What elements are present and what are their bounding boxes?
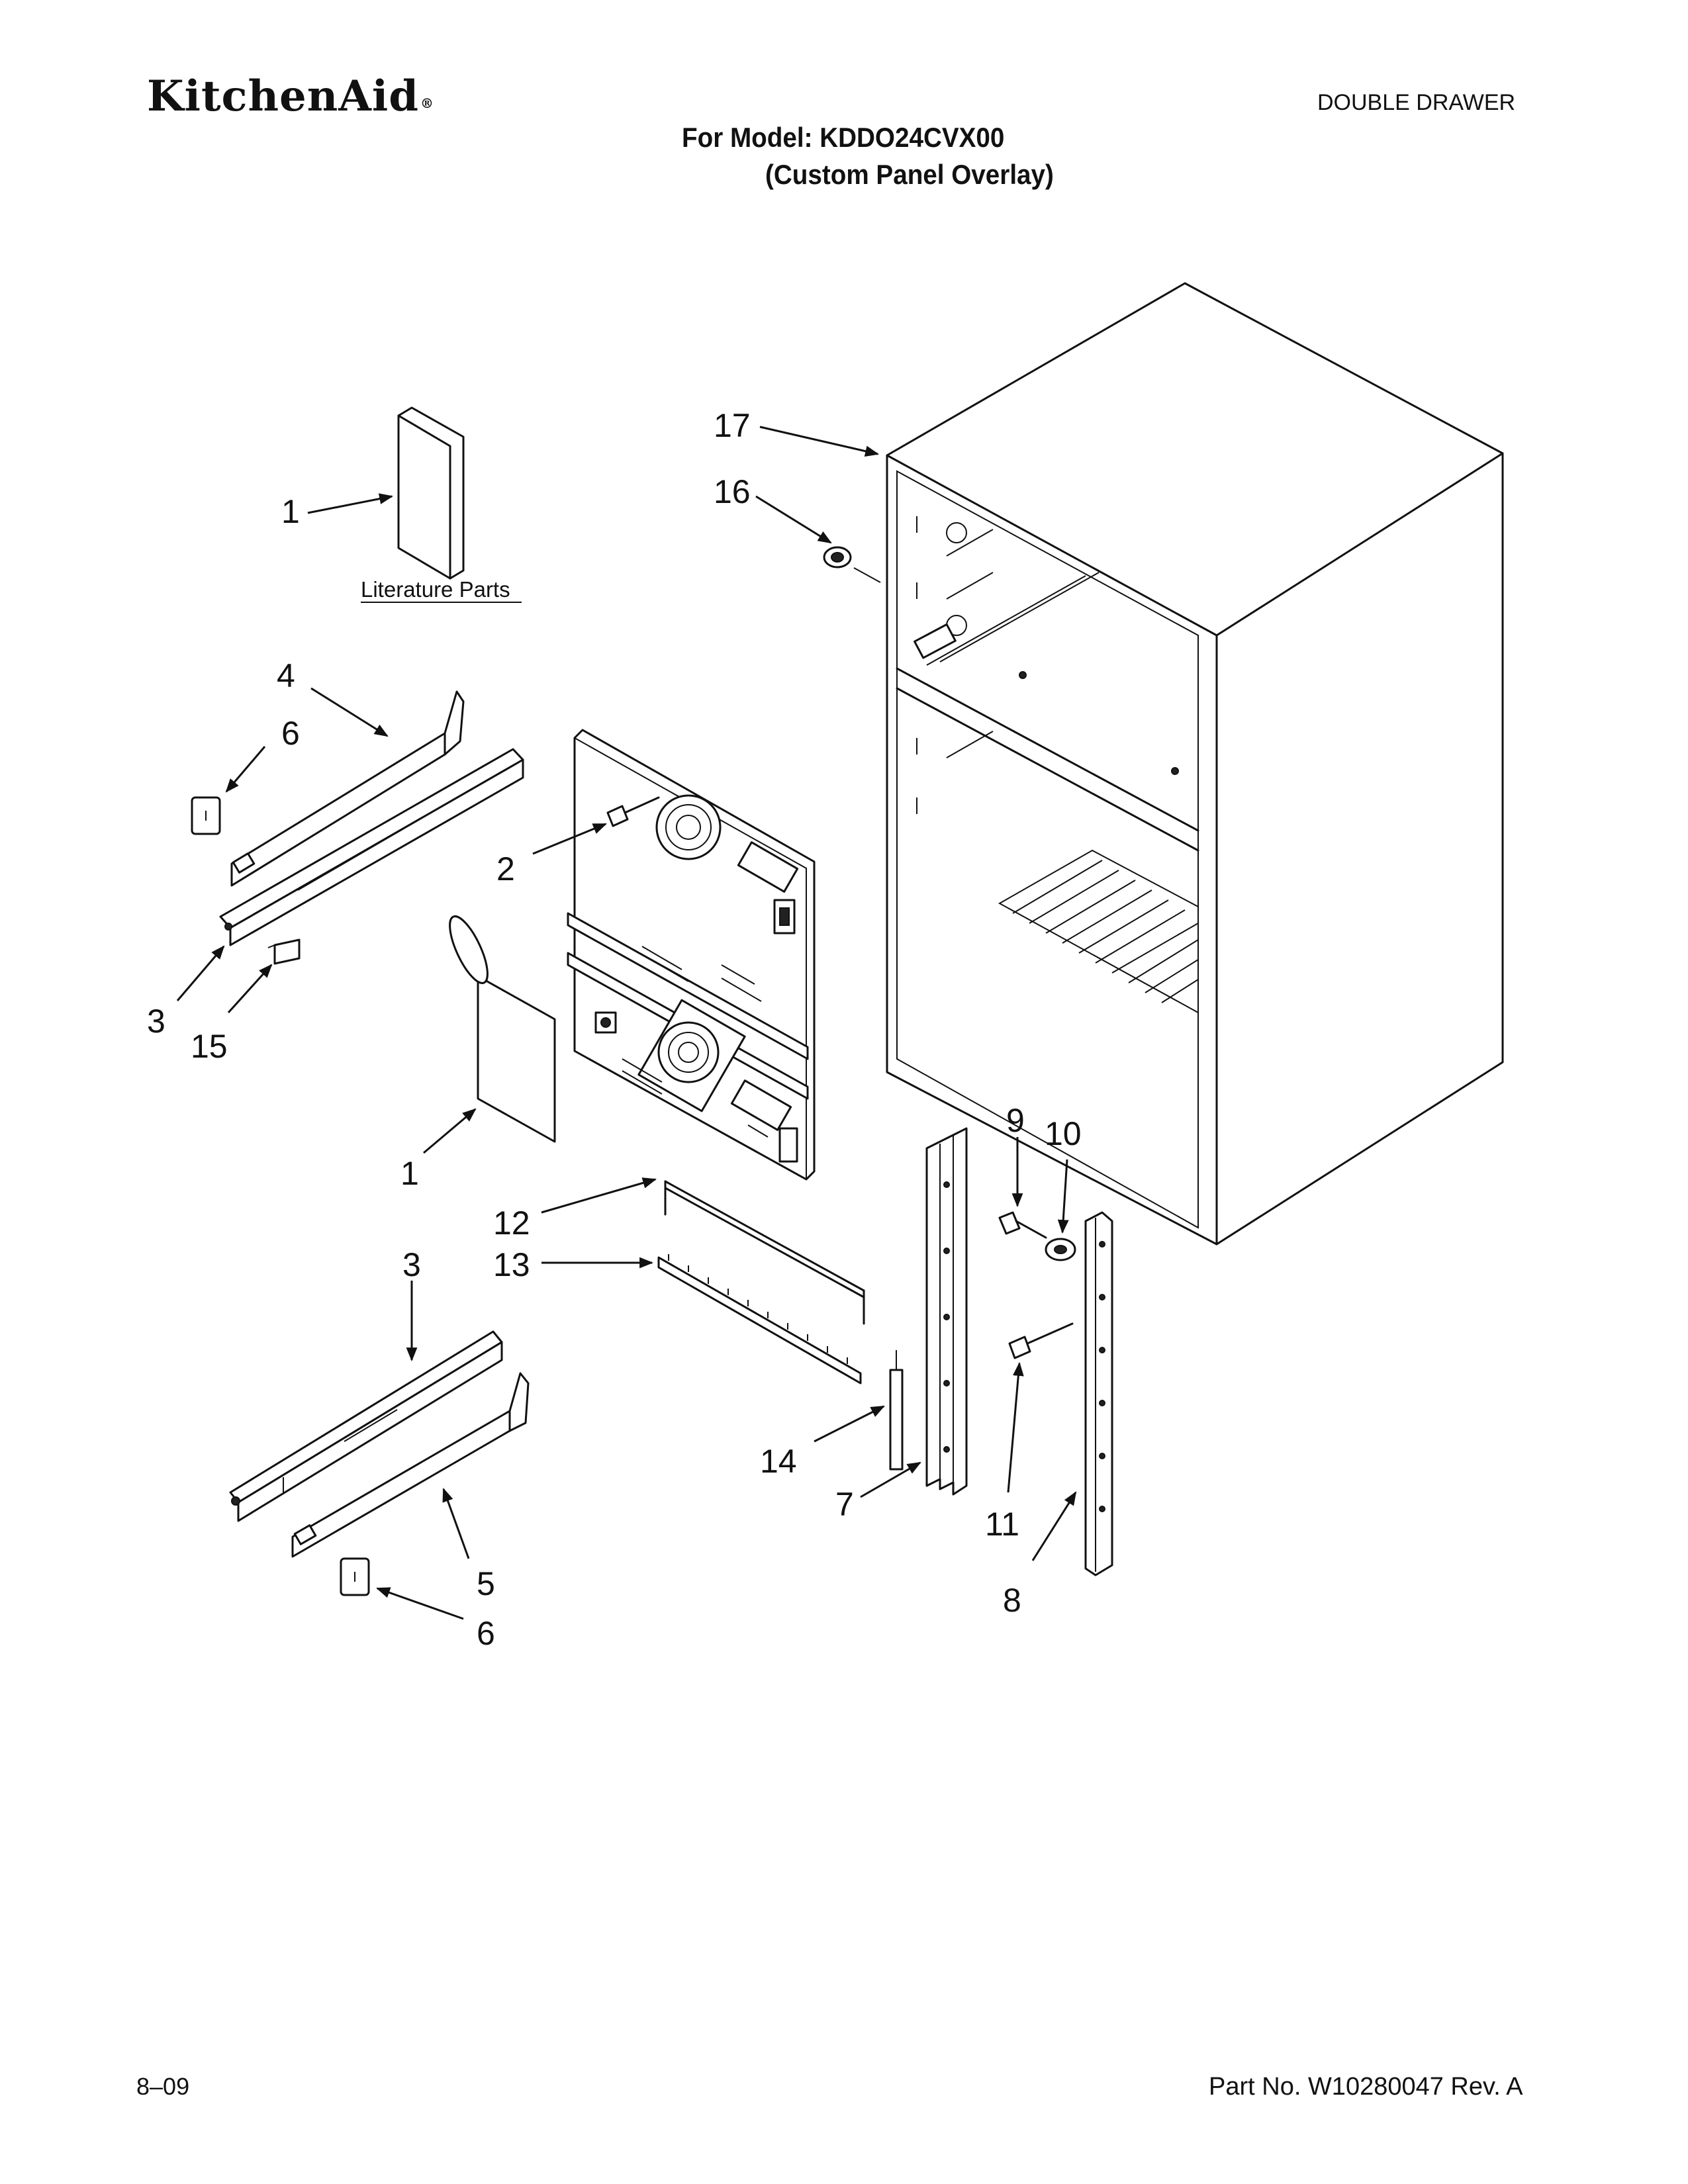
literature-booklet-part (397, 406, 465, 580)
grille-strip-part (657, 1254, 862, 1385)
callout-13: 13 (493, 1246, 530, 1283)
lower-drawer-bracket-part (291, 1372, 530, 1558)
callout-7: 7 (835, 1486, 854, 1523)
sensor-part (889, 1350, 904, 1471)
lower-drawer-slide-part (229, 1330, 503, 1522)
slide-clip-part (267, 938, 301, 965)
callout-9: 9 (1006, 1102, 1025, 1139)
cabinet-part (886, 282, 1504, 1246)
literature-parts-label: Literature Parts (361, 577, 510, 602)
callout-1-bottom: 1 (400, 1155, 419, 1192)
upper-bumper-part (191, 796, 221, 835)
upper-drawer-bracket-part (230, 690, 465, 887)
callout-6-bottom: 6 (477, 1615, 495, 1652)
rail-screw-part (1008, 1322, 1074, 1359)
revision-date: 8–09 (136, 2073, 190, 2100)
left-vertical-rail-part (925, 1127, 968, 1496)
washer-part (1045, 1238, 1076, 1261)
callout-3-top: 3 (147, 1003, 165, 1040)
brand-logo: KitchenAid® (147, 71, 434, 121)
callout-numbers: 17 16 1 4 6 2 3 15 1 9 10 12 13 3 14 7 1… (147, 407, 1082, 1652)
callout-15: 15 (191, 1028, 228, 1065)
callout-5: 5 (477, 1565, 495, 1602)
callout-17: 17 (714, 407, 751, 444)
callout-3-bottom: 3 (402, 1246, 421, 1283)
registered-mark: ® (420, 95, 434, 111)
brand-name: KitchenAid (147, 71, 419, 121)
document-part-number: Part No. W10280047 Rev. A (1209, 2073, 1523, 2101)
upper-drawer-slide-part (219, 748, 524, 946)
callout-8: 8 (1003, 1582, 1021, 1619)
leader-lines (176, 426, 1077, 1620)
rear-panel-part (567, 729, 816, 1181)
product-category: DOUBLE DRAWER (1317, 90, 1516, 115)
right-vertical-rail-part (1084, 1211, 1113, 1576)
lower-bumper-part (340, 1557, 370, 1596)
grommet-part (823, 546, 881, 583)
panel-screw-part (606, 796, 660, 827)
callout-4: 4 (277, 657, 295, 694)
model-number: For Model: KDDO24CVX00 (682, 122, 1005, 153)
callout-12: 12 (493, 1205, 530, 1242)
callout-11: 11 (985, 1506, 1019, 1543)
callout-2: 2 (496, 850, 515, 887)
callout-16: 16 (714, 473, 751, 510)
heater-wire-part (664, 1180, 865, 1325)
model-variant: (Custom Panel Overlay) (765, 159, 1054, 190)
callout-1-top: 1 (281, 493, 300, 530)
callout-10: 10 (1045, 1115, 1082, 1152)
bolt-part (998, 1211, 1047, 1239)
literature-bag-part (449, 915, 556, 1143)
callout-14: 14 (760, 1443, 797, 1480)
callout-6-top: 6 (281, 715, 300, 752)
